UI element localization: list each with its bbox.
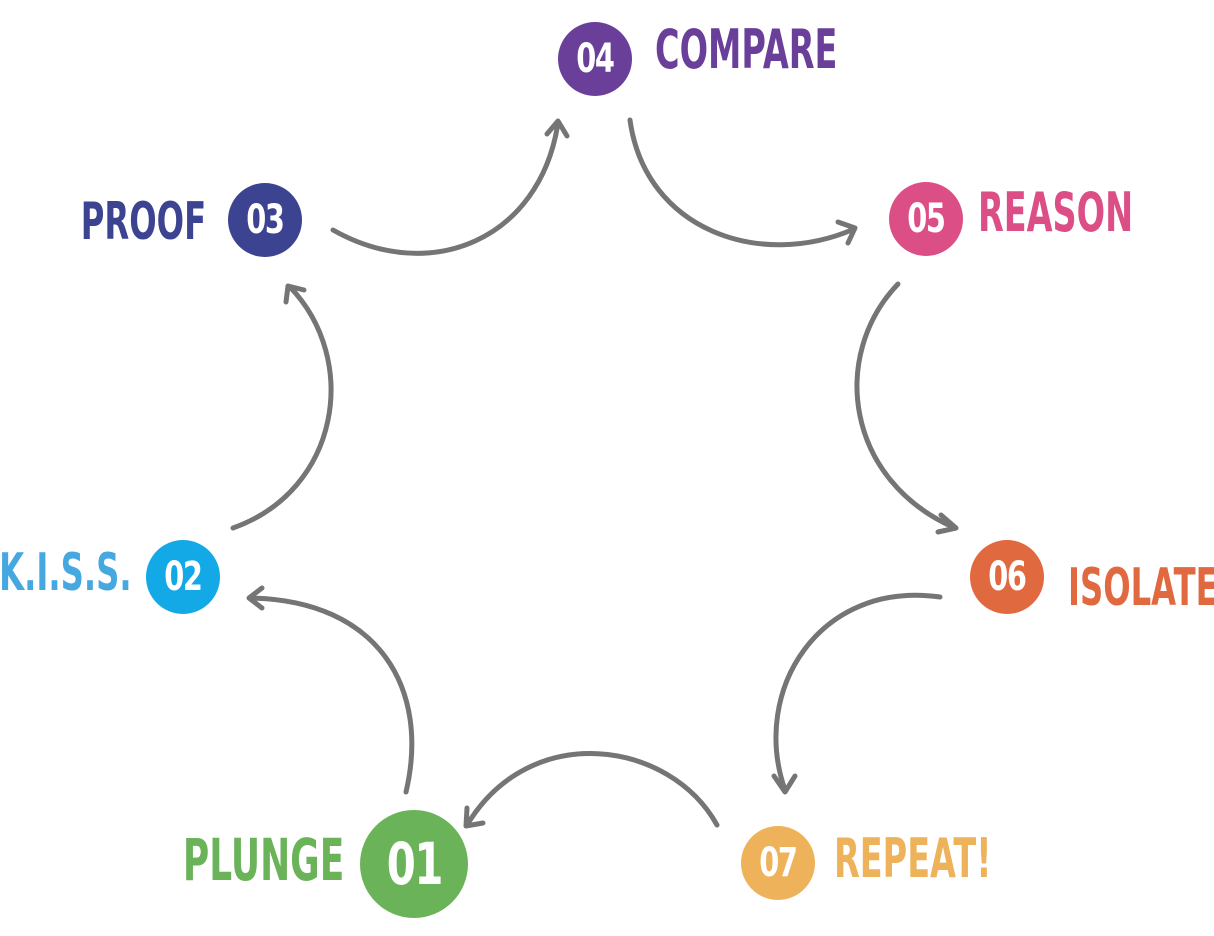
step-04-number: 04 bbox=[576, 36, 615, 82]
arrow-05-to-06 bbox=[854, 281, 958, 531]
step-03-badge: 03 bbox=[228, 183, 302, 257]
step-01-number: 01 bbox=[386, 830, 443, 898]
arrowhead-02-to-03 bbox=[283, 283, 307, 305]
step-01-badge: 01 bbox=[360, 810, 468, 918]
step-04-label: COMPARE bbox=[655, 18, 838, 81]
arrowhead-07-to-01 bbox=[463, 805, 486, 829]
arrow-03-to-04 bbox=[330, 120, 561, 256]
step-06-number: 06 bbox=[988, 554, 1027, 600]
step-02-badge: 02 bbox=[146, 540, 220, 614]
arrow-02-to-03 bbox=[230, 284, 334, 531]
step-06-label: ISOLATE bbox=[1068, 558, 1214, 618]
step-02-number: 02 bbox=[164, 554, 203, 600]
step-06-badge: 06 bbox=[970, 540, 1044, 614]
arrowhead-03-to-04 bbox=[544, 118, 570, 139]
step-03-number: 03 bbox=[246, 197, 285, 243]
step-01-label: PLUNGE bbox=[182, 826, 344, 894]
step-04-badge: 04 bbox=[558, 22, 632, 96]
step-03-label: PROOF bbox=[80, 192, 206, 252]
arrowhead-01-to-02 bbox=[246, 585, 265, 611]
arrowhead-06-to-07 bbox=[771, 773, 798, 795]
arrow-01-to-02 bbox=[247, 595, 415, 795]
step-02-label: K.I.S.S. bbox=[0, 543, 132, 603]
step-05-number: 05 bbox=[907, 196, 946, 242]
step-07-label: REPEAT! bbox=[834, 827, 992, 890]
arrow-06-to-07 bbox=[773, 592, 943, 793]
step-07-badge: 07 bbox=[741, 826, 815, 900]
arrow-07-to-01 bbox=[464, 751, 720, 828]
step-05-badge: 05 bbox=[889, 182, 963, 256]
arrow-04-to-05 bbox=[627, 117, 857, 248]
step-07-number: 07 bbox=[759, 840, 798, 886]
arrowhead-04-to-05 bbox=[835, 219, 858, 246]
step-05-label: REASON bbox=[978, 181, 1134, 244]
arrowhead-05-to-06 bbox=[935, 512, 959, 535]
